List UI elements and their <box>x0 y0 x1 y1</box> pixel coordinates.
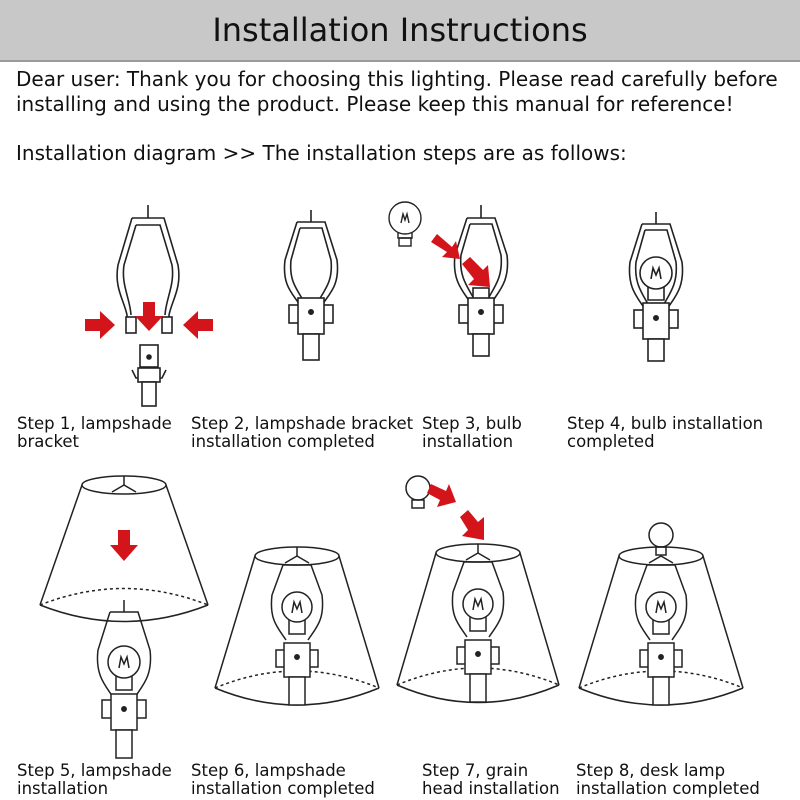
step-6-caption-line2: installation completed <box>191 779 375 798</box>
step-1-caption-line1: Step 1, lampshade <box>17 414 172 433</box>
step-3-illustration <box>453 205 509 357</box>
step-8-caption-line1: Step 8, desk lamp <box>576 761 726 780</box>
step-7-caption: Step 7, grain head installation <box>422 762 560 798</box>
step-6-caption-line1: Step 6, lampshade <box>191 761 346 780</box>
step-4-caption-line2: completed <box>567 432 655 451</box>
step-1-caption-line2: bracket <box>17 432 80 451</box>
step-5-arrow <box>110 530 138 561</box>
step-8-caption: Step 8, desk lamp installation completed <box>576 762 760 798</box>
title-banner: Installation Instructions <box>0 0 800 62</box>
step-1-illustration <box>116 205 180 407</box>
step-7-caption-line1: Step 7, grain <box>422 761 529 780</box>
step-2-caption-line2: installation completed <box>191 432 375 451</box>
step-3-caption: Step 3, bulb installation <box>422 415 522 451</box>
page-title: Installation Instructions <box>212 11 588 49</box>
step-7-caption-line2: head installation <box>422 779 560 798</box>
step-3-caption-line2: installation <box>422 432 514 451</box>
step-2-caption-line1: Step 2, lampshade bracket <box>191 414 414 433</box>
intro-text: Dear user: Thank you for choosing this l… <box>16 67 778 116</box>
step-2-illustration <box>283 210 339 361</box>
step-5-caption-line2: installation <box>17 779 109 798</box>
bulb-icon <box>388 201 422 247</box>
step-3-caption-line1: Step 3, bulb <box>422 414 522 433</box>
step-7-arrows <box>427 484 484 540</box>
step-8-caption-line2: installation completed <box>576 779 760 798</box>
step-3-arrows <box>431 234 490 287</box>
step-4-illustration <box>628 212 684 362</box>
step-8-illustration <box>578 522 744 706</box>
step-5-caption: Step 5, lampshade installation <box>17 762 172 798</box>
step-6-caption: Step 6, lampshade installation completed <box>191 762 375 798</box>
diagram-heading: Installation diagram >> The installation… <box>16 141 627 165</box>
step-2-caption: Step 2, lampshade bracket installation c… <box>191 415 413 451</box>
step-5-illustration <box>39 475 209 759</box>
step-7-illustration <box>396 475 560 704</box>
step-1-caption: Step 1, lampshade bracket <box>17 415 172 451</box>
step-4-caption: Step 4, bulb installation completed <box>567 415 763 451</box>
step-1-arrows <box>85 302 213 339</box>
step-6-illustration <box>214 546 380 706</box>
step-4-caption-line1: Step 4, bulb installation <box>567 414 764 433</box>
step-5-caption-line1: Step 5, lampshade <box>17 761 172 780</box>
